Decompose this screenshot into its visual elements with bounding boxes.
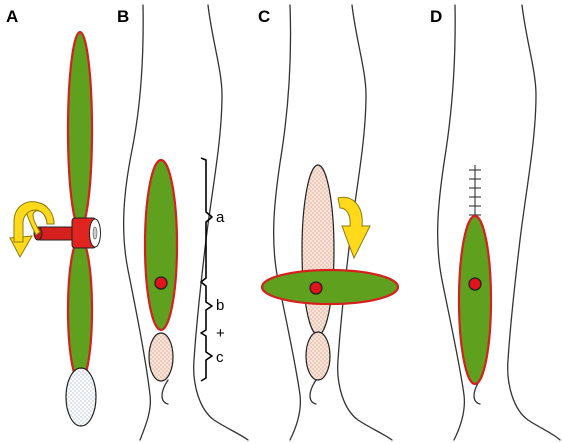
upper-flap-segment bbox=[68, 32, 92, 228]
leg-outline-c bbox=[274, 5, 301, 440]
rotation-arrow-c bbox=[338, 197, 370, 258]
skin-island-b bbox=[149, 333, 173, 381]
leg-outline-d-front bbox=[508, 5, 560, 440]
lower-flap-segment bbox=[68, 238, 92, 382]
panel-d: D bbox=[430, 5, 560, 440]
panel-a-label: A bbox=[6, 7, 18, 26]
perforator-dot-b bbox=[155, 277, 167, 289]
skin-island-c bbox=[306, 332, 330, 380]
brace-label-a: a bbox=[216, 209, 225, 226]
pivot-bar bbox=[34, 218, 101, 248]
panel-c-label: C bbox=[258, 7, 270, 26]
suture-line bbox=[469, 165, 481, 222]
inset-flap-d bbox=[459, 216, 491, 384]
heel-c bbox=[310, 380, 316, 404]
leg-outline-c-front bbox=[338, 5, 392, 440]
brace-label-c: c bbox=[216, 349, 224, 366]
flap-b bbox=[145, 160, 177, 330]
rotated-flap-c bbox=[262, 270, 398, 304]
brace-label-b: b bbox=[216, 297, 224, 314]
panel-d-label: D bbox=[430, 7, 442, 26]
perforator-dot-c bbox=[310, 282, 322, 294]
panel-b-label: B bbox=[117, 7, 129, 26]
panel-a: A bbox=[6, 7, 101, 426]
panel-b: B a b + c bbox=[117, 5, 248, 440]
perforator-dot-d bbox=[469, 278, 481, 290]
brace-label-plus: + bbox=[216, 325, 225, 342]
donor-site-outline-c bbox=[302, 165, 334, 335]
panel-c: C bbox=[258, 5, 398, 440]
heel-b bbox=[162, 380, 168, 404]
distal-skin-island bbox=[66, 368, 96, 426]
leg-outline-d bbox=[438, 5, 465, 440]
